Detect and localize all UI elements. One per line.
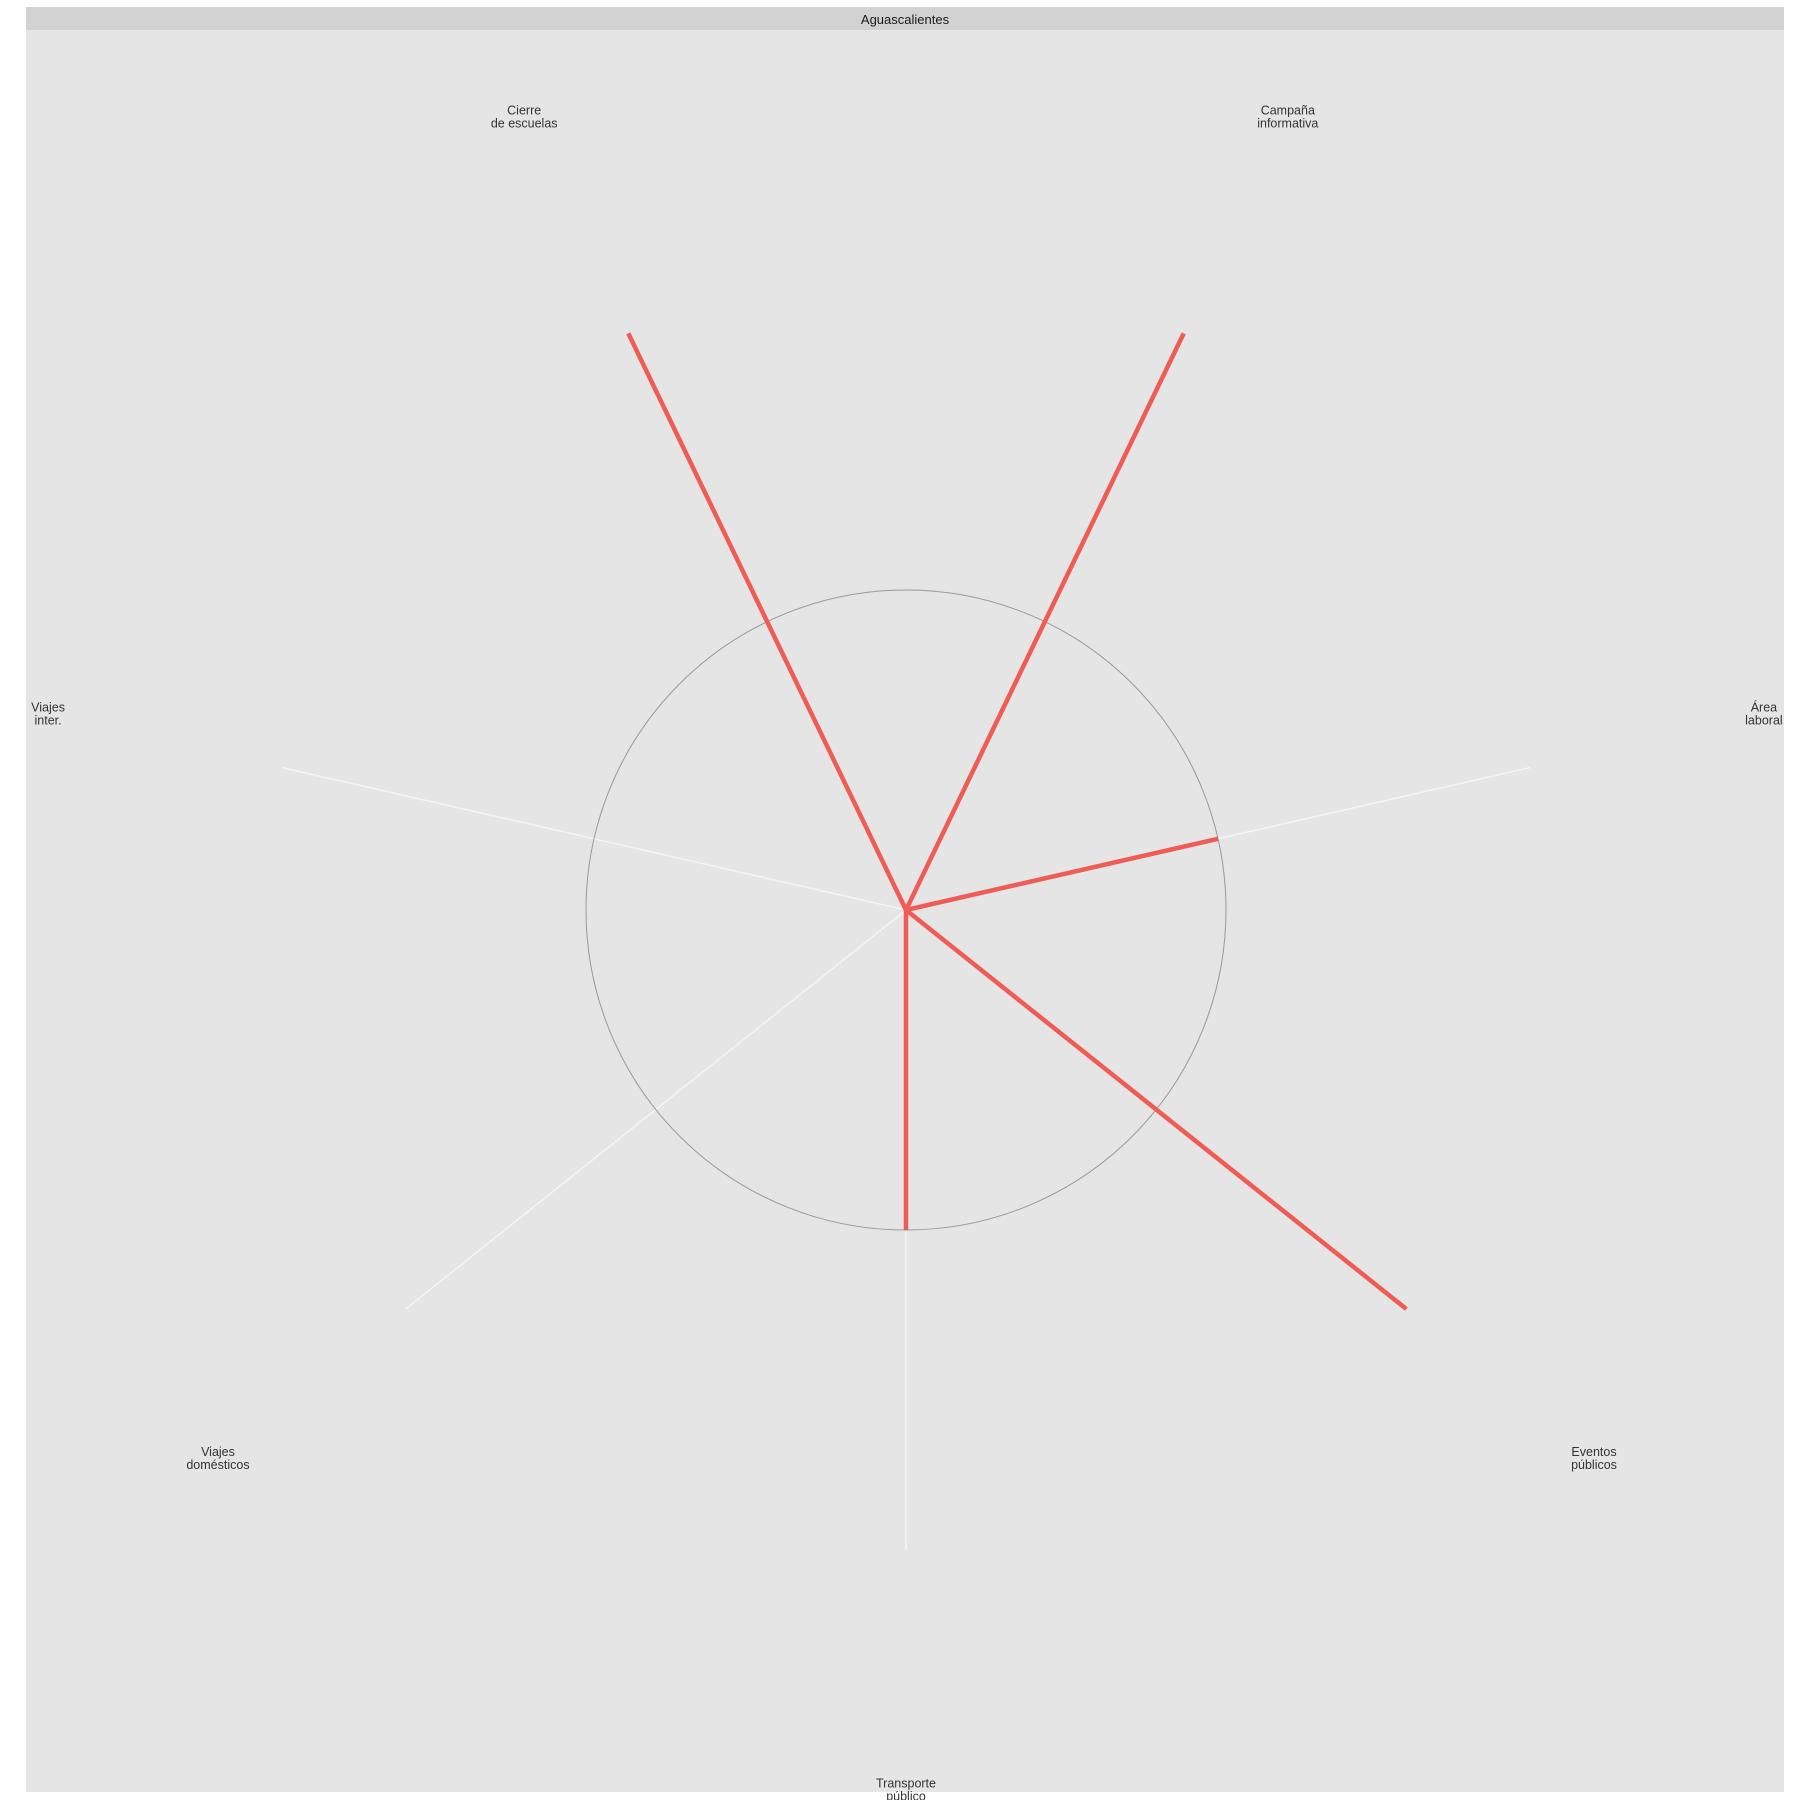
axis-label-line: laboral bbox=[1745, 714, 1783, 728]
axis-label-line: públicos bbox=[1571, 1458, 1617, 1472]
axis-label-line: de escuelas bbox=[491, 117, 558, 131]
value-line bbox=[903, 332, 1186, 911]
axis-label-line: Viajes bbox=[201, 1445, 235, 1459]
value-line bbox=[626, 332, 909, 911]
axis-label-line: Cierre bbox=[507, 104, 541, 118]
value-line bbox=[904, 908, 1408, 1311]
axis-label-line: Campaña bbox=[1261, 104, 1315, 118]
axis-label-line: informativa bbox=[1257, 117, 1318, 131]
strip-background bbox=[26, 7, 1784, 30]
value-line bbox=[905, 836, 1219, 913]
value-lines-layer bbox=[626, 332, 1408, 1311]
axis-label-line: Área bbox=[1751, 700, 1777, 715]
axis-label-line: público bbox=[886, 1790, 926, 1801]
panel-title: Aguascalientes bbox=[861, 12, 950, 27]
axis-label-line: domésticos bbox=[186, 1458, 249, 1472]
axis-label-line: Viajes bbox=[31, 701, 65, 715]
axis-label-line: Transporte bbox=[876, 1777, 936, 1791]
axis-label-line: inter. bbox=[35, 714, 62, 728]
axis-label-line: Eventos bbox=[1571, 1445, 1616, 1459]
